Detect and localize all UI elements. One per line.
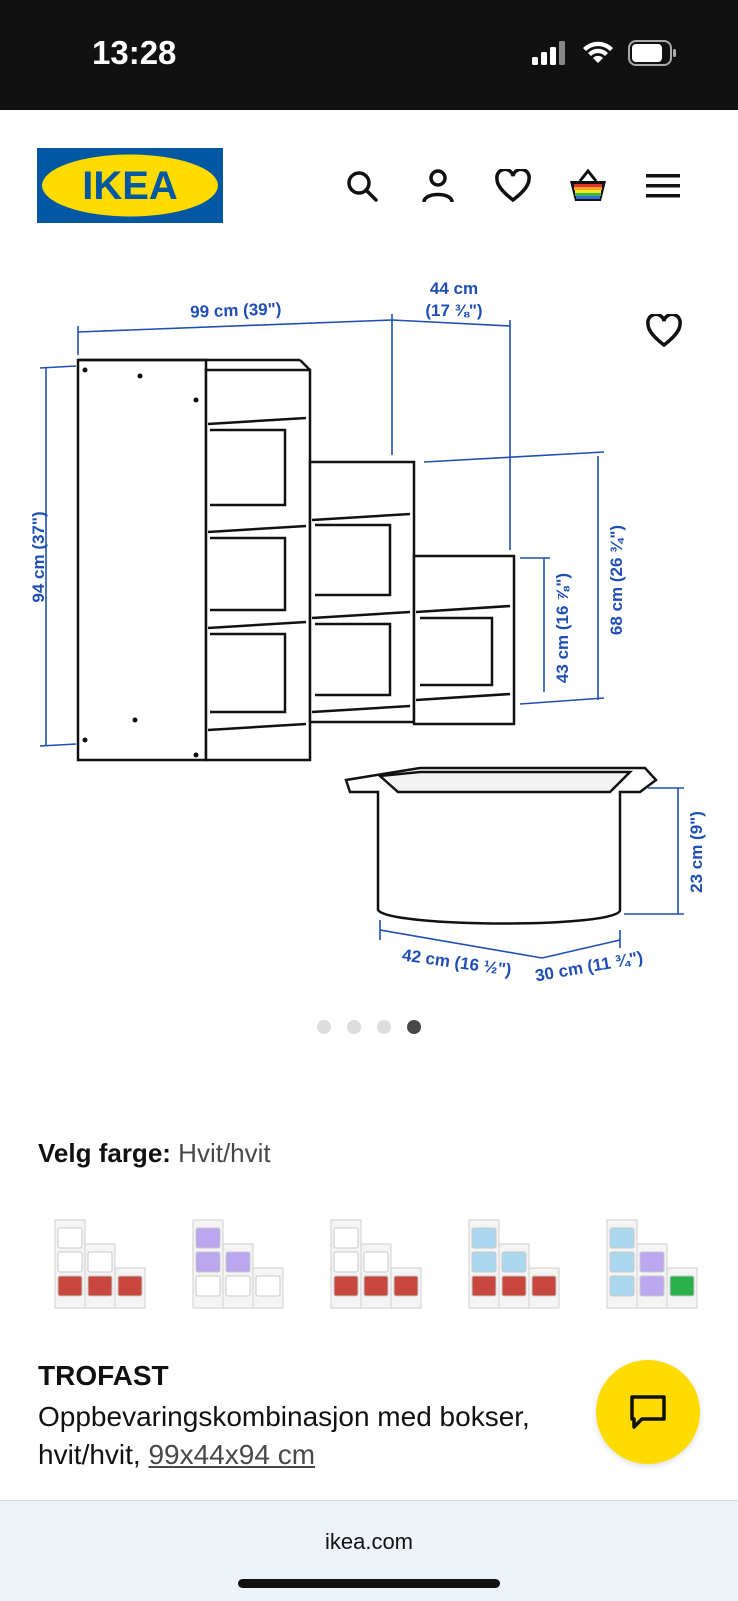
logo-text: IKEA (82, 164, 178, 208)
search-icon[interactable] (342, 166, 382, 206)
carousel-dot[interactable] (347, 1020, 361, 1034)
heart-icon (646, 312, 682, 348)
color-swatch[interactable] (452, 1205, 570, 1323)
color-swatch[interactable] (590, 1205, 708, 1323)
swatch-thumbnail (606, 1219, 698, 1309)
dimension-box-depth: 30 cm (11 ¾") (534, 948, 645, 986)
dimension-mid-height: 68 cm (26 ¾") (607, 525, 626, 635)
chat-button[interactable] (596, 1360, 700, 1464)
color-selected-value: Hvit/hvit (178, 1138, 271, 1168)
chat-icon (630, 1395, 666, 1429)
dimension-low-height: 43 cm (16 ⅞") (553, 573, 572, 683)
swatch-thumbnail (468, 1219, 560, 1309)
dimension-depth-line1: 44 cm (430, 279, 478, 298)
color-swatch[interactable] (176, 1205, 294, 1323)
browser-url[interactable]: ikea.com (324, 1529, 414, 1554)
heart-icon[interactable] (493, 166, 533, 206)
dimension-drawing: 99 cm (39") 44 cm (17 ⅜") 94 cm (37") 68… (29, 279, 706, 986)
battery-icon (628, 40, 678, 71)
cart-icon[interactable] (568, 166, 608, 206)
menu-icon[interactable] (643, 166, 683, 206)
product-size-link[interactable]: 99x44x94 cm (148, 1439, 316, 1470)
browser-address-bar: ikea.com (0, 1500, 738, 1601)
carousel-dot[interactable] (407, 1020, 421, 1034)
carousel-dots (0, 1020, 738, 1034)
site-header: IKEA (0, 110, 738, 240)
color-swatch[interactable] (38, 1205, 156, 1323)
home-indicator[interactable] (238, 1579, 500, 1588)
swatch-thumbnail (330, 1219, 422, 1309)
carousel-dot[interactable] (377, 1020, 391, 1034)
color-swatch[interactable] (314, 1205, 432, 1323)
product-name: TROFAST (38, 1360, 169, 1391)
add-to-favorites-button[interactable] (646, 312, 686, 354)
status-time: 13:28 (92, 34, 177, 71)
ikea-logo[interactable]: IKEA (37, 148, 223, 223)
color-label-text: Velg farge: (38, 1138, 171, 1168)
dimension-depth-line2: (17 ⅜") (425, 301, 482, 320)
status-bar: 13:28 (0, 0, 738, 110)
product-image-carousel[interactable]: 99 cm (39") 44 cm (17 ⅜") 94 cm (37") 68… (0, 240, 738, 1000)
swatch-thumbnail (192, 1219, 284, 1309)
wifi-icon (582, 41, 614, 70)
account-icon[interactable] (418, 166, 458, 206)
dimension-width: 99 cm (39") (190, 299, 282, 321)
color-selector-label: Velg farge: Hvit/hvit (38, 1138, 271, 1169)
product-description: Oppbevaringskombinasjon med bokser, hvit… (38, 1398, 618, 1474)
swatch-thumbnail (54, 1219, 146, 1309)
color-swatches (38, 1205, 708, 1323)
dimension-height: 94 cm (37") (29, 511, 48, 602)
product-description-text: Oppbevaringskombinasjon med bokser, hvit… (38, 1401, 530, 1470)
dimension-box-height: 23 cm (9") (687, 811, 706, 893)
status-icons (532, 40, 678, 71)
carousel-dot[interactable] (317, 1020, 331, 1034)
signal-icon (532, 41, 568, 70)
